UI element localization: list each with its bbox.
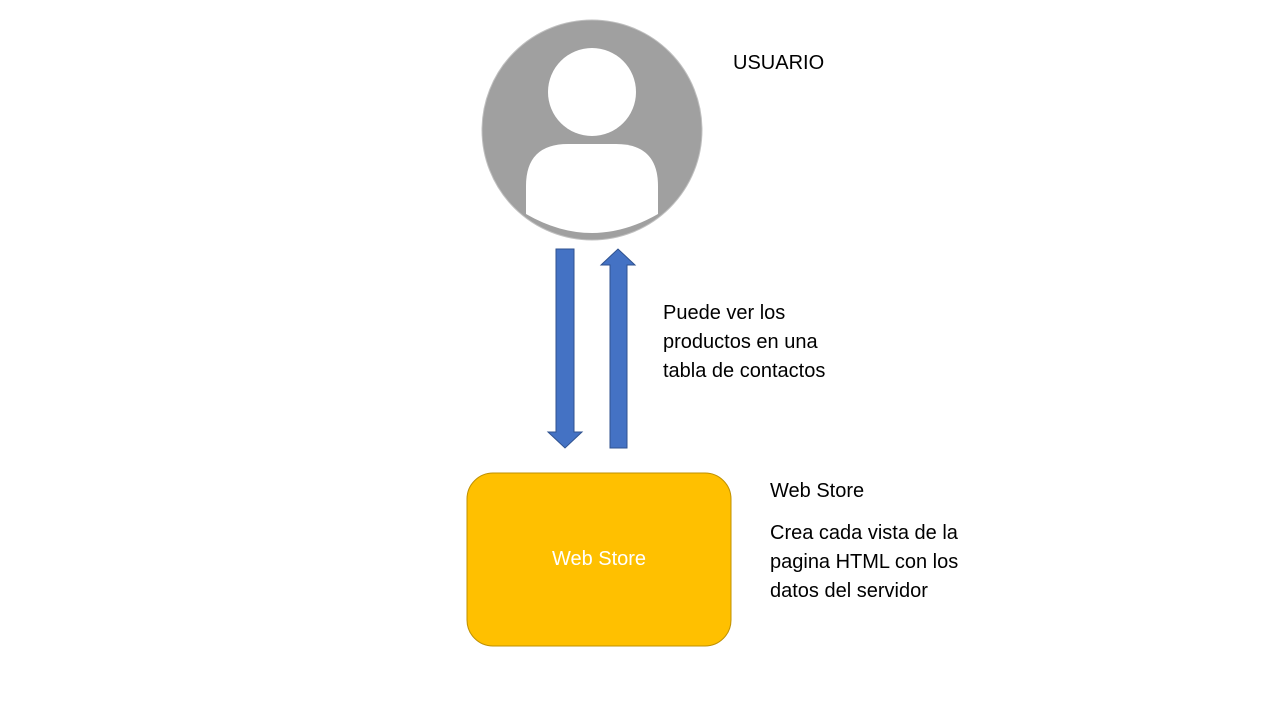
- avatar-head: [548, 48, 636, 136]
- arrow-down-icon: [546, 248, 584, 449]
- flow-description: Puede ver los productos en una tabla de …: [663, 299, 825, 386]
- store-title: Web Store: [770, 480, 865, 502]
- store-description-line: datos del servidor: [770, 580, 928, 602]
- store-description: Crea cada vista de la pagina HTML con lo…: [770, 519, 958, 606]
- web-store-box-label: Web Store: [551, 548, 647, 570]
- store-description-line: Crea cada vista de la: [770, 522, 958, 544]
- user-label: USUARIO: [733, 52, 825, 74]
- flow-description-line: Puede ver los: [663, 302, 786, 324]
- arrow-up-icon: [599, 248, 637, 449]
- user-avatar-icon: [481, 19, 703, 241]
- web-store-box: [466, 472, 732, 647]
- avatar-body: [526, 144, 658, 233]
- flow-description-line: tabla de contactos: [663, 360, 826, 382]
- store-description-line: pagina HTML con los: [770, 551, 959, 573]
- flow-description-line: productos en una: [663, 331, 818, 353]
